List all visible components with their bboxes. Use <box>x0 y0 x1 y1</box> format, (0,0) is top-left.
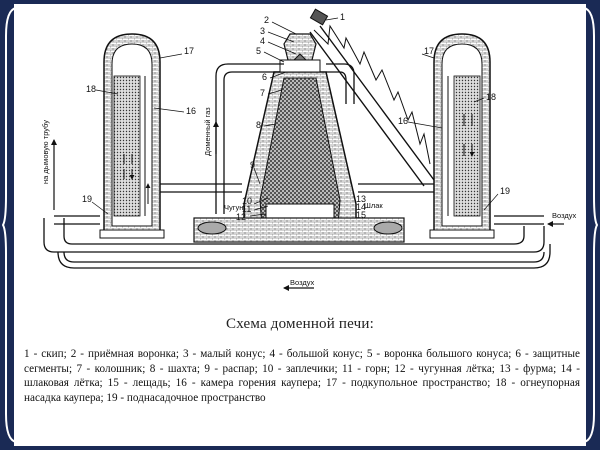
left-cowper-stove <box>99 33 165 239</box>
gas-annotation: Доменный газ <box>203 107 212 156</box>
air-annotation-right: Воздух <box>552 211 576 220</box>
leader-lines <box>91 17 499 217</box>
air-annotation-bottom: Воздух <box>290 278 314 287</box>
furnace-body <box>243 33 357 235</box>
label-15: 15 <box>356 210 366 220</box>
label-5: 5 <box>256 46 261 56</box>
label-12: 12 <box>236 212 246 222</box>
label-19-left: 19 <box>82 194 92 204</box>
blast-furnace-diagram: 1 2 3 4 5 6 7 8 9 10 11 12 13 14 15 16 1… <box>41 8 576 291</box>
number-labels: 1 2 3 4 5 6 7 8 9 10 11 12 13 14 15 16 1… <box>82 12 510 222</box>
right-brace-decoration <box>583 7 598 443</box>
gas-pipes <box>43 63 551 269</box>
label-9: 9 <box>250 160 255 170</box>
label-19-right: 19 <box>500 186 510 196</box>
iron-annotation: Чугун <box>224 203 243 212</box>
label-7: 7 <box>260 88 265 98</box>
hearth-foundation <box>193 217 405 243</box>
right-cowper-stove <box>429 33 495 239</box>
slag-ladle <box>373 221 403 235</box>
chimney-annotation: на дымовую трубу <box>41 120 50 184</box>
label-4: 4 <box>260 36 265 46</box>
diagram-title: Схема доменной печи: <box>226 316 374 332</box>
label-18-left: 18 <box>86 84 96 94</box>
label-13: 13 <box>356 194 366 204</box>
label-17-right: 17 <box>424 46 434 56</box>
label-18-right: 18 <box>486 92 496 102</box>
label-3: 3 <box>260 26 265 36</box>
left-brace-decoration <box>2 7 17 443</box>
label-17-left: 17 <box>184 46 194 56</box>
flow-annotations: на дымовую трубу Доменный газ Чугун Шлак… <box>41 107 576 287</box>
label-8: 8 <box>256 120 261 130</box>
label-2: 2 <box>264 15 269 25</box>
label-14: 14 <box>356 202 366 212</box>
slide-content: 1 2 3 4 5 6 7 8 9 10 11 12 13 14 15 16 1… <box>14 4 586 446</box>
label-1: 1 <box>340 12 345 22</box>
label-16-right: 16 <box>398 116 408 126</box>
label-11: 11 <box>242 204 251 214</box>
label-6: 6 <box>262 72 267 82</box>
label-16-left: 16 <box>186 106 196 116</box>
iron-ladle <box>197 221 227 235</box>
skip-incline <box>309 8 435 187</box>
label-10: 10 <box>242 196 252 206</box>
diagram-legend: 1 - скип; 2 - приёмная воронка; 3 - малы… <box>24 348 580 404</box>
slag-annotation: Шлак <box>364 201 383 210</box>
